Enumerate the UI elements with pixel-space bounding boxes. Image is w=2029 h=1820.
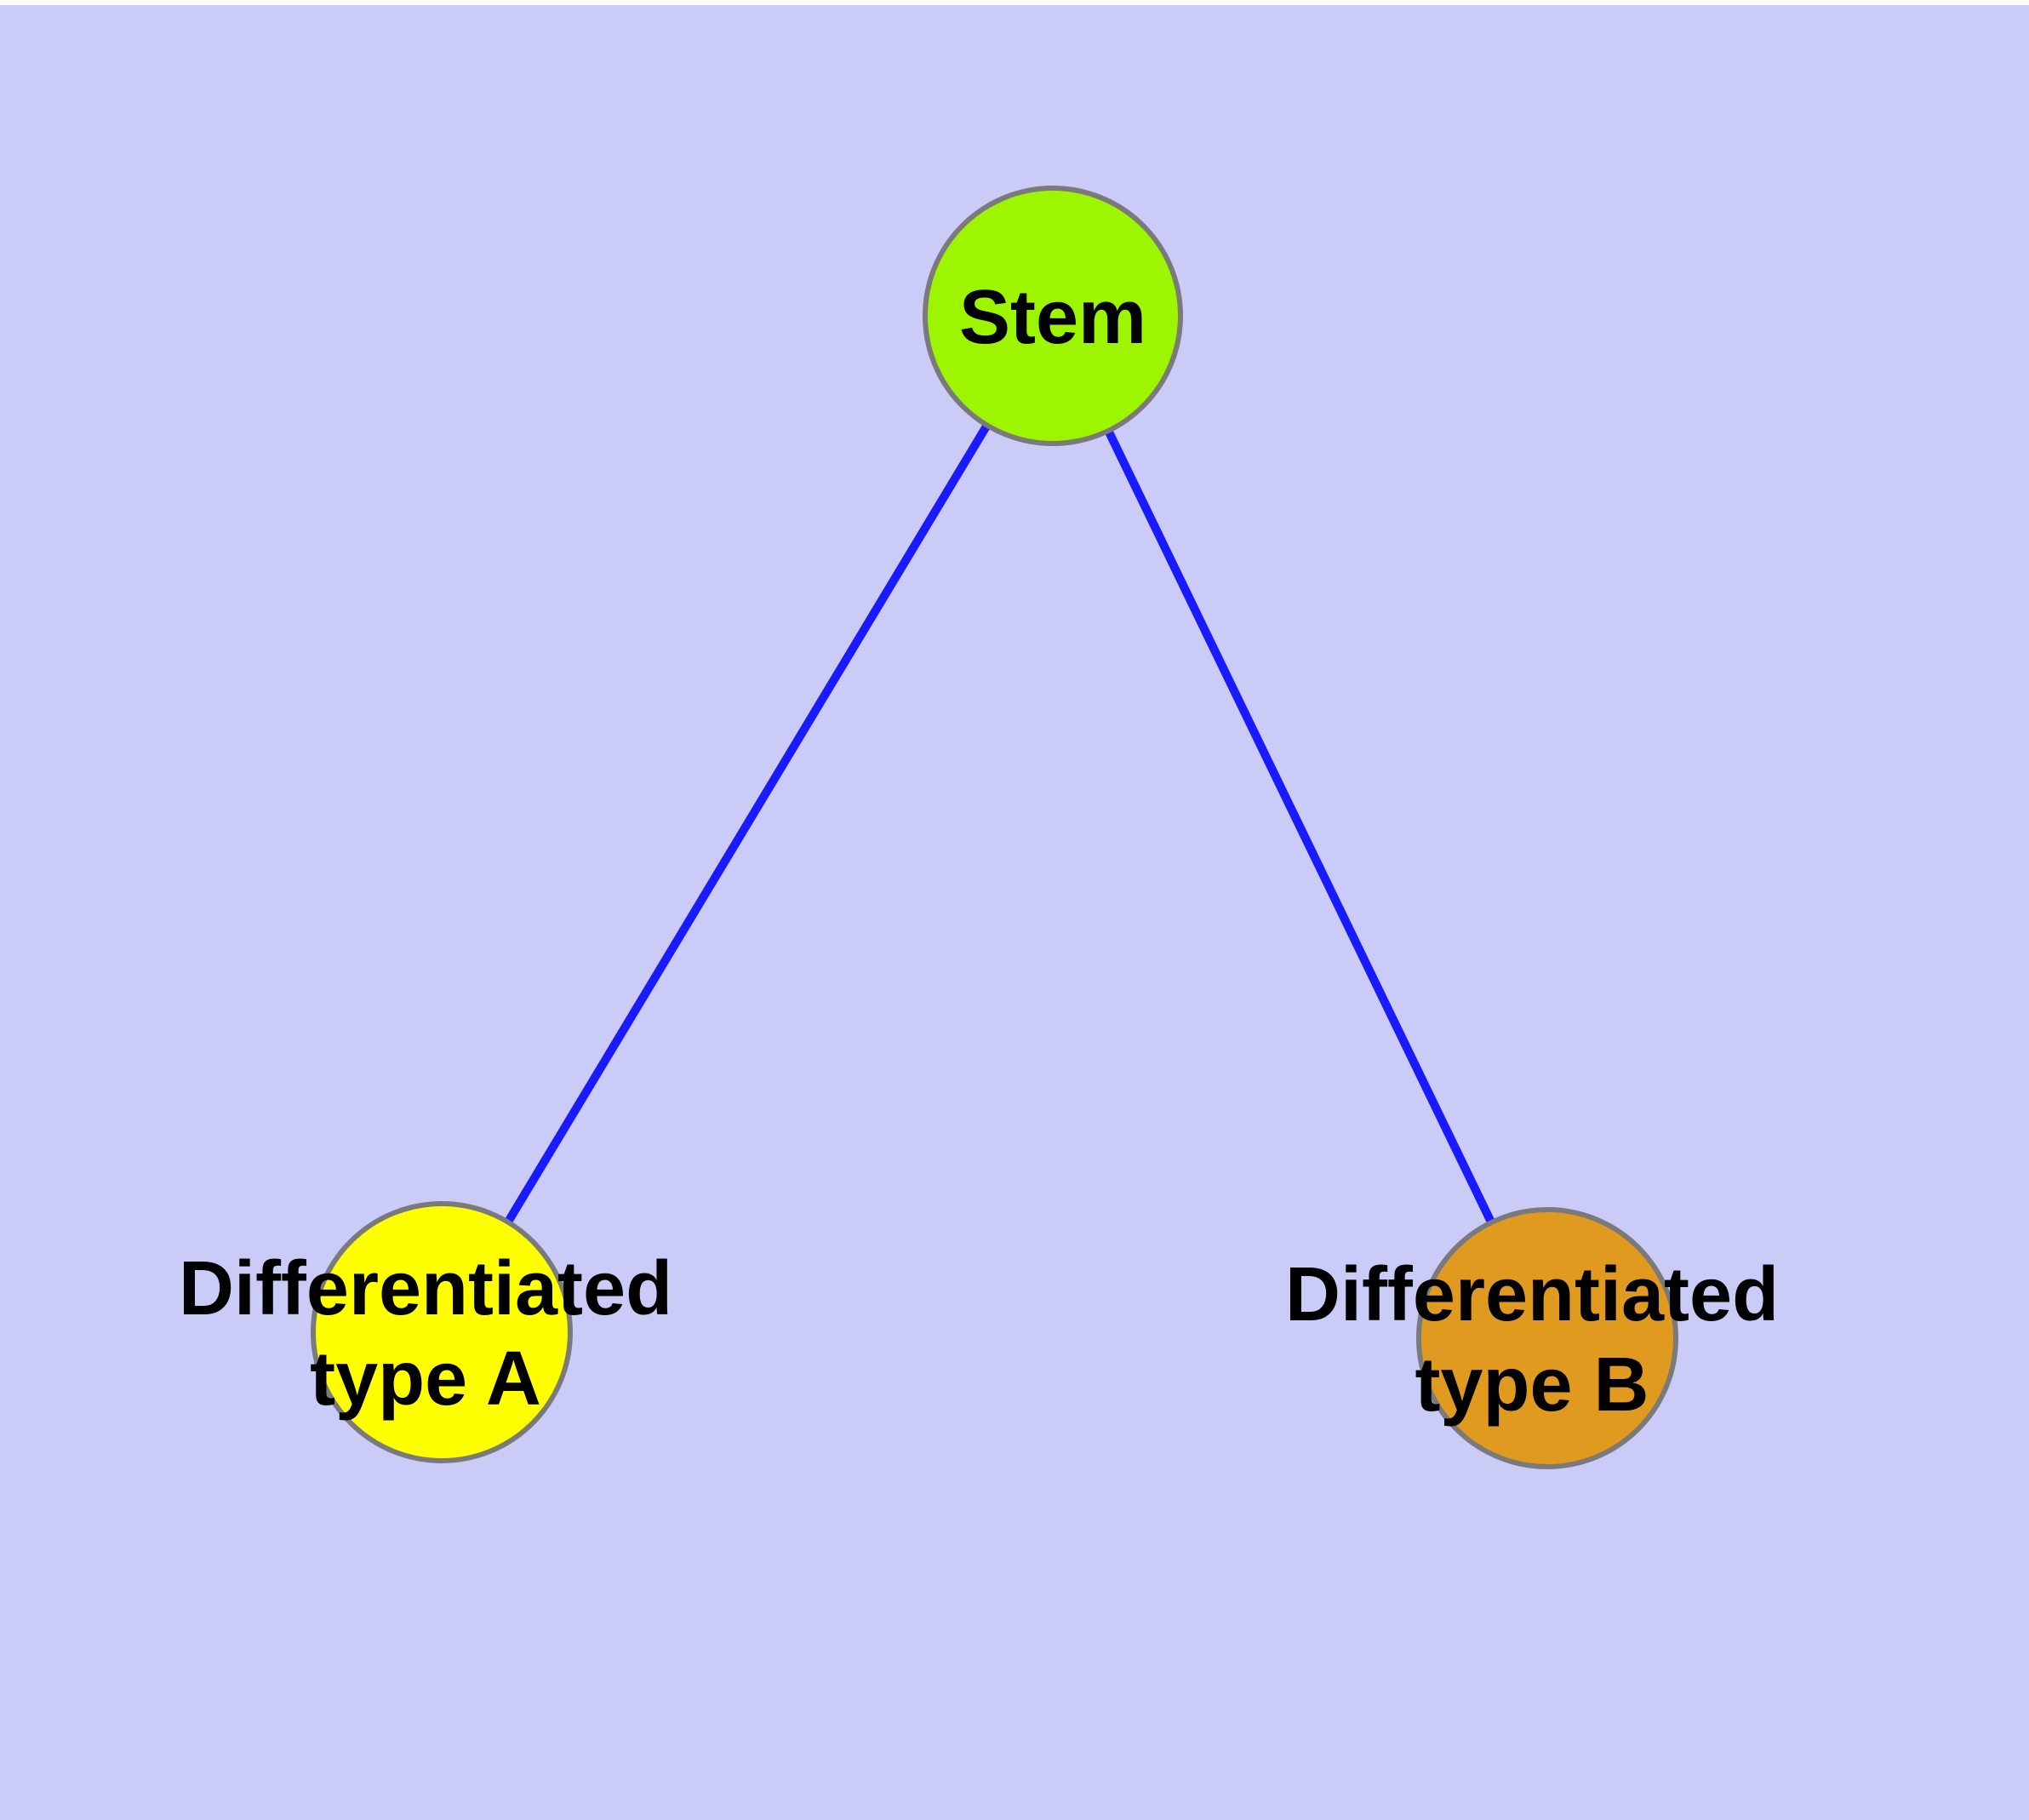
edge-stem-to-type-a xyxy=(437,313,1057,1335)
type-a-node-label: Differentiated type A xyxy=(178,1246,673,1422)
stem-node xyxy=(923,186,1183,446)
type-b-node-label: Differentiated type B xyxy=(1284,1252,1780,1428)
type-a-node xyxy=(311,1201,573,1463)
type-b-node xyxy=(1416,1207,1678,1469)
stem-node-label: Stem xyxy=(958,275,1147,360)
edge-stem-to-type-b xyxy=(1049,313,1552,1341)
